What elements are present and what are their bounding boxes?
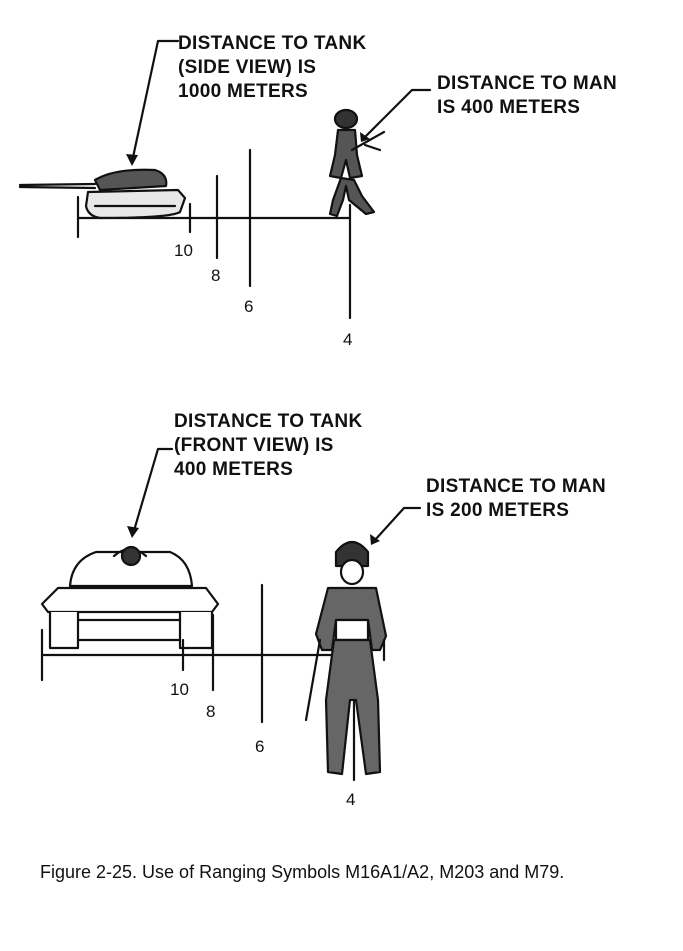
tank-distance-callout: DISTANCE TO TANK (SIDE VIEW) IS 1000 MET…	[178, 32, 366, 104]
callout-line: DISTANCE TO MAN	[437, 73, 618, 94]
callout-line: 400 METERS	[174, 459, 294, 480]
tick-label-6: 6	[244, 297, 254, 316]
callout-line: IS 200 METERS	[426, 500, 570, 521]
callout-line: (SIDE VIEW) IS	[178, 57, 317, 78]
tank-side-view-icon	[18, 168, 187, 239]
tick-label-10: 10	[174, 241, 193, 260]
callout-line: 1000 METERS	[178, 81, 309, 102]
tick-label-8: 8	[206, 702, 216, 721]
tank-callout-arrow	[130, 39, 180, 164]
bottom-panel	[40, 447, 422, 782]
tank-distance-callout: DISTANCE TO TANK (FRONT VIEW) IS 400 MET…	[174, 410, 362, 482]
tank-front-view-icon	[40, 545, 220, 682]
soldier-small-icon	[328, 108, 386, 218]
tick-label-8: 8	[211, 266, 221, 285]
callout-line: DISTANCE TO MAN	[426, 476, 607, 497]
man-distance-callout: DISTANCE TO MAN IS 400 METERS	[437, 72, 617, 120]
callout-line: DISTANCE TO TANK	[178, 33, 367, 54]
figure-caption: Figure 2-25. Use of Ranging Symbols M16A…	[40, 862, 565, 882]
tick-label-4: 4	[343, 330, 353, 349]
man-distance-callout: DISTANCE TO MAN IS 200 METERS	[426, 475, 606, 523]
tick-label-6: 6	[255, 737, 265, 756]
soldier-large-icon	[304, 540, 388, 776]
man-callout-arrow	[363, 88, 432, 139]
callout-line: IS 400 METERS	[437, 97, 581, 118]
tick-label-4: 4	[346, 790, 356, 809]
tick-label-10: 10	[170, 680, 189, 699]
top-panel	[18, 39, 432, 320]
man-callout-arrow	[373, 506, 422, 542]
callout-line: DISTANCE TO TANK	[174, 411, 363, 432]
callout-line: (FRONT VIEW) IS	[174, 435, 334, 456]
tank-callout-arrow	[131, 447, 174, 536]
